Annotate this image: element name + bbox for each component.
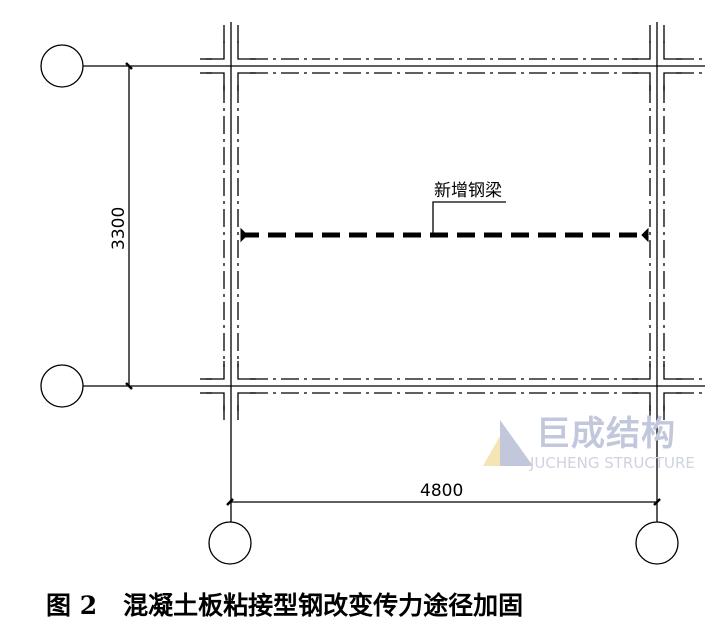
beam-label-leader bbox=[432, 201, 506, 235]
dimension-horizontal: 4800 bbox=[420, 481, 463, 501]
column-joints bbox=[206, 41, 682, 411]
axis-bubble-bottom-1 bbox=[208, 521, 252, 565]
watermark-arrow-icon bbox=[483, 420, 533, 466]
axis-bubble-bottom-2 bbox=[635, 521, 679, 565]
figure-caption: 图 2 混凝土板粘接型钢改变传力途径加固 bbox=[46, 586, 523, 622]
beam-outlines bbox=[200, 25, 705, 420]
watermark-logo: 巨成结构 JUCHENG STRUCTURE bbox=[478, 414, 710, 474]
watermark-subtext: JUCHENG STRUCTURE bbox=[530, 454, 695, 472]
watermark-text: 巨成结构 bbox=[536, 414, 676, 454]
figure-title: 混凝土板粘接型钢改变传力途径加固 bbox=[123, 591, 524, 620]
figure-number: 图 2 bbox=[46, 591, 98, 620]
beam-label: 新增钢梁 bbox=[434, 181, 502, 201]
dimension-vertical: 3300 bbox=[109, 207, 129, 250]
axis-bubble-top-left bbox=[40, 44, 84, 88]
axis-bubble-bottom-left bbox=[40, 364, 84, 408]
